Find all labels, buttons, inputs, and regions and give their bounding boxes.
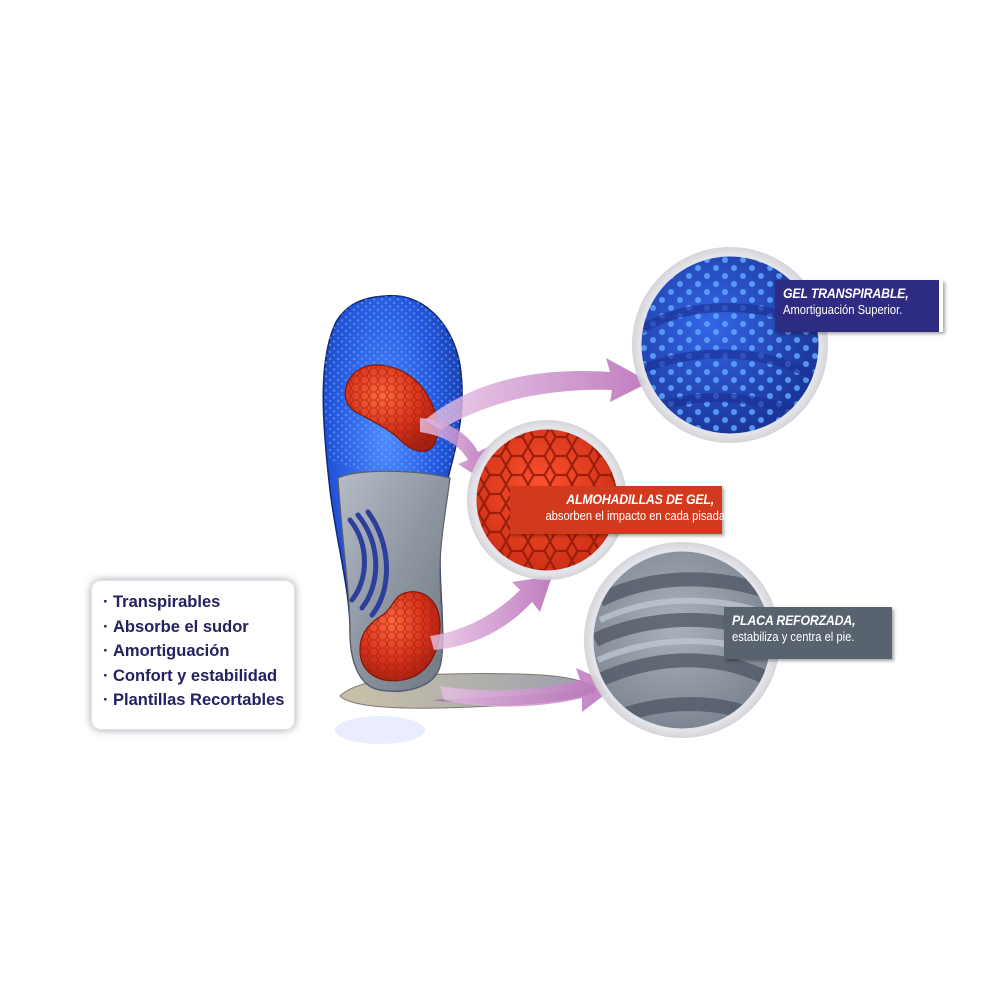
feature-item: ·Plantillas Recortables <box>103 691 285 709</box>
arrow-to-heel-pad <box>430 576 552 650</box>
callout-subtitle: estabiliza y centra el pie. <box>732 629 855 644</box>
sole-reflection <box>335 716 425 744</box>
feature-item: ·Absorbe el sudor <box>103 617 249 636</box>
arrow-to-pads <box>420 418 490 482</box>
callout-almohadillas-de-gel: ALMOHADILLAS DE GEL, absorben el impacto… <box>510 486 729 534</box>
zoom-gel-transpirable <box>632 247 828 443</box>
callout-subtitle: Amortiguación Superior. <box>783 302 903 317</box>
feature-item: ·Confort y estabilidad <box>103 666 278 685</box>
callout-gel-transpirable: GEL TRANSPIRABLE, Amortiguación Superior… <box>775 280 943 332</box>
zoom-placa-reforzada <box>584 542 780 738</box>
callout-title: PLACA REFORZADA, <box>732 612 856 628</box>
callout-subtitle: absorben el impacto en cada pisada. <box>545 508 729 523</box>
features-list: ·Transpirables ·Absorbe el sudor ·Amorti… <box>103 590 287 713</box>
arrow-to-plate <box>440 668 616 712</box>
arrow-to-gel <box>425 358 650 430</box>
feature-item: ·Amortiguación <box>103 642 230 660</box>
callout-title: GEL TRANSPIRABLE, <box>783 285 909 301</box>
features-box: ·Transpirables ·Absorbe el sudor ·Amorti… <box>91 580 295 730</box>
callout-title: ALMOHADILLAS DE GEL, <box>566 491 714 507</box>
callout-placa-reforzada: PLACA REFORZADA, estabiliza y centra el … <box>724 607 892 659</box>
feature-item: ·Transpirables <box>103 593 221 611</box>
